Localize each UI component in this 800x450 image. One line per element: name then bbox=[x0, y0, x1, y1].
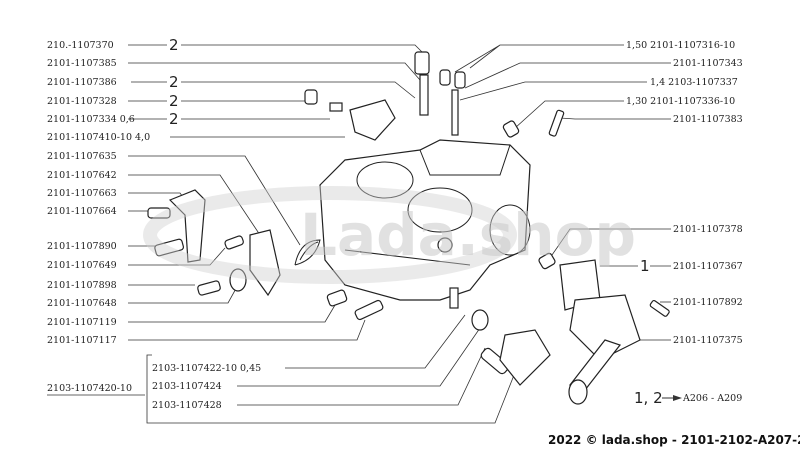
part-label[interactable]: 2103-1107424 bbox=[152, 381, 222, 392]
right-leader-lines bbox=[454, 44, 671, 341]
part-label[interactable]: 1,4 2103-1107337 bbox=[650, 77, 738, 88]
part-label[interactable]: 1,50 2101-1107316-10 bbox=[626, 40, 735, 51]
part-label[interactable]: 2103-1107422-10 0,45 bbox=[152, 363, 261, 374]
carburetor-body bbox=[319, 139, 531, 301]
quantity: 2 bbox=[169, 110, 179, 128]
part-label[interactable]: 2101-1107383 bbox=[673, 114, 743, 125]
part-label[interactable]: 2101-1107119 bbox=[47, 317, 117, 328]
left-labels: 210.-1107370 2101-1107385 2101-1107386 2… bbox=[47, 36, 179, 346]
footer-copyright: 2022 © lada.shop - 2101-2102-A207-2 bbox=[548, 433, 800, 447]
assembly-group: 2103-1107420-10 2103-1107422-10 0,45 210… bbox=[47, 314, 519, 424]
part-label[interactable]: 2101-1107385 bbox=[47, 58, 117, 69]
svg-text:1, 2: 1, 2 bbox=[634, 389, 663, 407]
watermark: Lada.shop bbox=[143, 186, 636, 284]
part-label[interactable]: 2101-1107334 0,6 bbox=[47, 114, 135, 125]
part-label[interactable]: 2101-1107898 bbox=[47, 280, 117, 291]
reference-link[interactable]: A206 - A209 bbox=[682, 393, 742, 404]
part-label[interactable]: 1,30 2101-1107336-10 bbox=[626, 96, 735, 107]
part-label[interactable]: 2101-1107410-10 4,0 bbox=[47, 132, 150, 143]
reference-note: 1, 2 A206 - A209 bbox=[634, 389, 742, 407]
part-label[interactable]: 2101-1107386 bbox=[47, 77, 117, 88]
small-parts bbox=[147, 51, 670, 405]
part-label[interactable]: 2101-1107117 bbox=[47, 335, 117, 346]
watermark-text: Lada.shop bbox=[300, 201, 636, 269]
part-label[interactable]: 2101-1107635 bbox=[47, 151, 117, 162]
left-leader-lines bbox=[128, 44, 426, 341]
part-label[interactable]: 2101-1107664 bbox=[47, 206, 117, 217]
part-label[interactable]: 2101-1107663 bbox=[47, 188, 117, 199]
part-label[interactable]: 2101-1107375 bbox=[673, 335, 743, 346]
part-label[interactable]: 2101-1107378 bbox=[673, 224, 743, 235]
part-label[interactable]: 210.-1107370 bbox=[47, 40, 114, 51]
part-label[interactable]: 2101-1107328 bbox=[47, 96, 117, 107]
part-label[interactable]: 2101-1107890 bbox=[47, 241, 117, 252]
part-label[interactable]: 2101-1107642 bbox=[47, 170, 117, 181]
part-label[interactable]: 2103-1107428 bbox=[152, 400, 222, 411]
quantity: 1 bbox=[640, 257, 650, 275]
part-label[interactable]: 2101-1107892 bbox=[673, 297, 743, 308]
part-label[interactable]: 2101-1107649 bbox=[47, 260, 117, 271]
quantity: 2 bbox=[169, 36, 179, 54]
quantity: 2 bbox=[169, 92, 179, 110]
part-label[interactable]: 2101-1107648 bbox=[47, 298, 117, 309]
part-label[interactable]: 2103-1107420-10 bbox=[47, 383, 132, 394]
right-labels: 1,50 2101-1107316-10 2101-1107343 1,4 21… bbox=[626, 40, 743, 346]
quantity: 2 bbox=[169, 73, 179, 91]
part-label[interactable]: 2101-1107343 bbox=[673, 58, 743, 69]
part-label[interactable]: 2101-1107367 bbox=[673, 261, 743, 272]
